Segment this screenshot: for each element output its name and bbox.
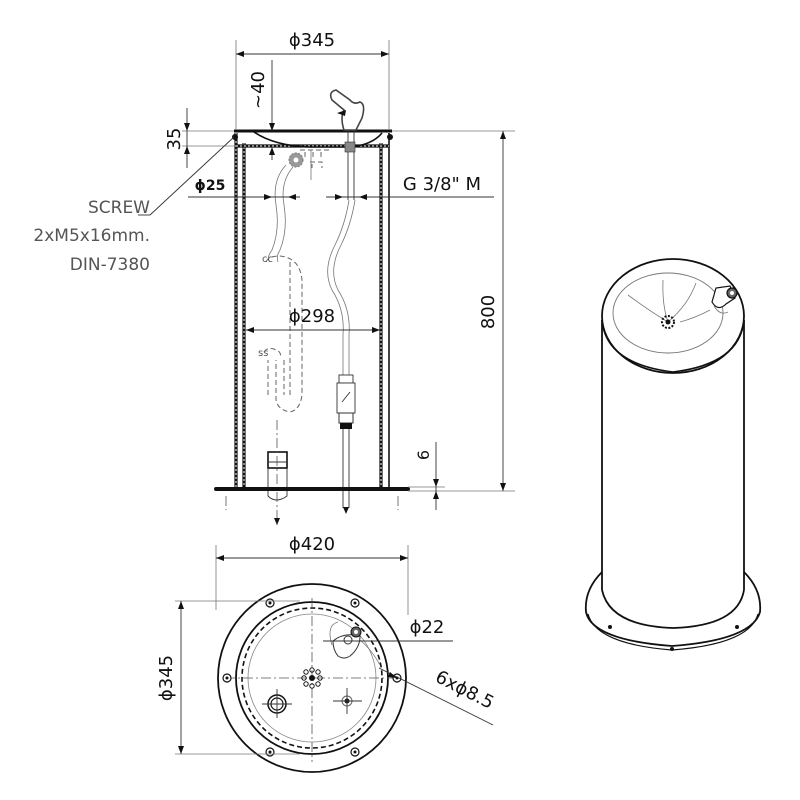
drain-outlet bbox=[267, 420, 288, 525]
isometric-view bbox=[584, 258, 762, 651]
dim-base-diameter: ϕ420 bbox=[215, 534, 409, 615]
dim-inlet-hole: ϕ22 bbox=[323, 617, 453, 642]
screw-note: SCREW 2xM5x16mm. DIN-7380 bbox=[33, 136, 235, 275]
drain-hose: cc ss bbox=[258, 164, 303, 413]
dim-inner-diameter: ϕ298 bbox=[246, 306, 380, 333]
dim-bowl-depth: ~40 bbox=[248, 60, 275, 160]
drain-outlet-plan bbox=[262, 689, 292, 718]
dim-label-base-thickness: 6 bbox=[414, 450, 433, 460]
dim-label-base-diameter: ϕ420 bbox=[289, 534, 335, 555]
dim-label-inlet-hole: ϕ22 bbox=[410, 617, 445, 638]
bubbler-iso bbox=[711, 285, 738, 314]
bubbler-head bbox=[329, 89, 365, 200]
dim-inlet-thread: G 3/8" M bbox=[326, 174, 494, 200]
dim-label-drain-diameter: ϕ25 bbox=[195, 178, 226, 194]
dim-label-bowl-depth: ~40 bbox=[248, 71, 269, 109]
dim-drain-diameter: ϕ25 bbox=[188, 178, 300, 200]
plan-view: ϕ345 ϕ22 6xϕ8.5 bbox=[156, 583, 497, 773]
dim-label-rim-height: 35 bbox=[164, 128, 185, 151]
dim-rim-height: 35 bbox=[164, 108, 234, 168]
dim-label-fixing-holes: 6xϕ8.5 bbox=[432, 667, 497, 714]
dim-total-height: 800 bbox=[392, 130, 515, 492]
supply-hose bbox=[327, 199, 356, 508]
supply-inlet-plan bbox=[333, 688, 362, 714]
svg-text:cc: cc bbox=[262, 254, 273, 265]
base-plate bbox=[214, 487, 410, 510]
dim-label-inner-diameter: ϕ298 bbox=[289, 306, 335, 327]
dim-base-thickness: 6 bbox=[408, 442, 445, 510]
svg-text:ss: ss bbox=[258, 348, 268, 359]
front-view: cc ss bbox=[33, 30, 515, 615]
dim-column-diameter: ϕ345 bbox=[156, 600, 300, 755]
screw-note-line3: DIN-7380 bbox=[70, 255, 150, 275]
bowl-rim bbox=[232, 129, 393, 148]
screw-note-line1: SCREW bbox=[88, 198, 150, 218]
screw-note-line2: 2xM5x16mm. bbox=[33, 226, 150, 246]
column-walls bbox=[234, 133, 390, 488]
dim-label-top-diameter: ϕ345 bbox=[289, 30, 335, 51]
dim-label-total-height: 800 bbox=[478, 295, 499, 329]
drain-grate bbox=[301, 667, 323, 689]
dim-label-column-diameter: ϕ345 bbox=[156, 655, 177, 701]
dim-label-inlet-thread: G 3/8" M bbox=[403, 174, 481, 195]
drain-fitting bbox=[288, 149, 330, 180]
dim-top-diameter: ϕ345 bbox=[235, 30, 390, 130]
